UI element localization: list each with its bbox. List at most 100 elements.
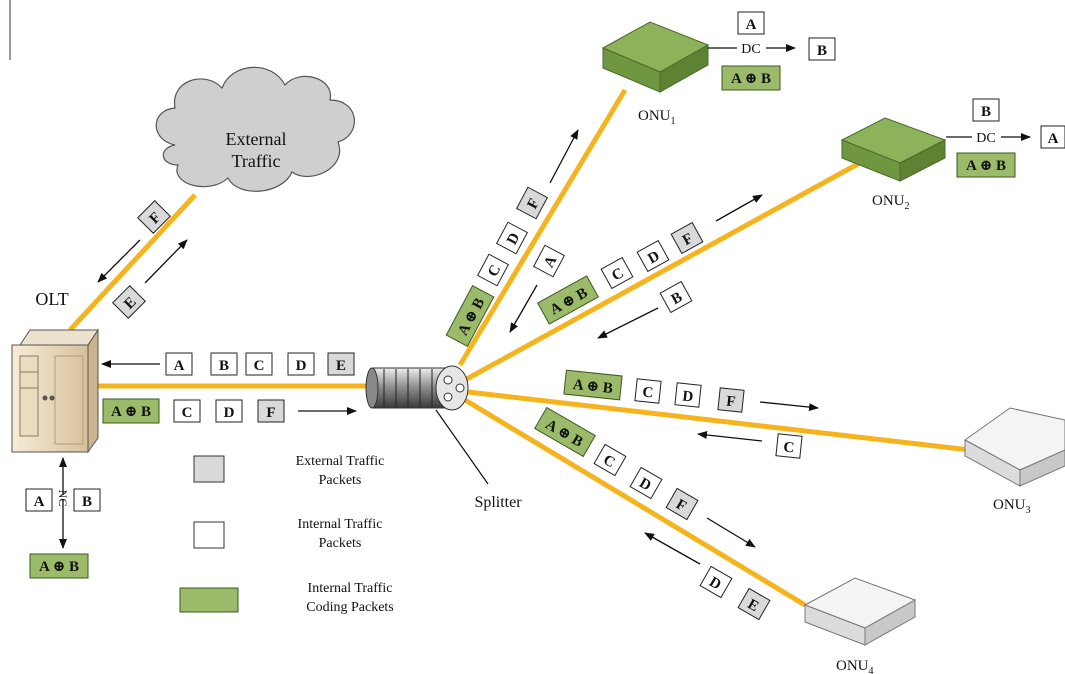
onu2-box-icon [840, 117, 947, 182]
packet-f-label: F [725, 394, 736, 411]
cloud-label-line2: Traffic [232, 151, 281, 171]
packet-e-label: E [336, 358, 346, 374]
packet-a [737, 11, 765, 35]
packet-f [717, 387, 745, 413]
onu1-box-icon [601, 21, 710, 93]
packet-a-label: A [34, 494, 45, 510]
packet-b-label: B [817, 43, 827, 59]
legend-coding-line1: Internal Traffic [308, 581, 393, 596]
packet-ab-label: A ⊕ B [572, 377, 614, 397]
olt-server-icon [11, 328, 99, 454]
upstream-packets-olt: A B C D E [101, 352, 355, 376]
onu4-label: ONU4 [836, 658, 874, 674]
nc-label: NC [56, 490, 70, 507]
packet-a [532, 244, 566, 278]
downstream-packets-olt: A ⊕ B C D F [102, 398, 357, 424]
packet-e [327, 352, 355, 376]
packet-b-label: B [82, 494, 92, 510]
packet-ab-label: A ⊕ B [111, 404, 151, 420]
packet-ab-label: A ⊕ B [731, 71, 771, 87]
packet-b [659, 280, 693, 314]
splitter-pointer-line [435, 409, 489, 485]
packet-d-label: D [296, 358, 307, 374]
packet-ab [29, 553, 89, 579]
packet-f [665, 487, 699, 521]
packet-c-label: C [254, 358, 265, 374]
packet-ab [537, 275, 599, 325]
packet-c [600, 256, 634, 290]
dc-label: DC [976, 131, 995, 146]
olt-encode-group: A NC B A ⊕ B [25, 457, 101, 579]
packet-d [287, 352, 315, 376]
fiber-splitter-onu4 [463, 397, 807, 608]
packet-d [495, 221, 529, 255]
packet-b [73, 488, 101, 512]
legend-internal-line1: Internal Traffic [298, 517, 383, 532]
packet-f [137, 200, 171, 234]
packet-d [215, 399, 243, 423]
packet-c [173, 399, 201, 423]
packet-c [593, 443, 627, 477]
packet-ab-label: A ⊕ B [966, 158, 1006, 174]
packet-ab-label: A ⊕ B [39, 559, 79, 575]
onu1-decode-group: A DC B A ⊕ B [708, 11, 836, 91]
onu2-decode-group: B DC A A ⊕ B [946, 98, 1065, 178]
packet-ab [563, 369, 623, 401]
fiber-olt-cloud [68, 193, 197, 332]
packet-b-label: B [981, 104, 991, 120]
onu2-branch-packets: A ⊕ B C D F B [537, 194, 763, 339]
packet-c [775, 433, 803, 459]
packet-c [245, 352, 273, 376]
cloud-label-line1: External [226, 129, 287, 149]
packet-e [112, 285, 146, 319]
packet-a [1040, 125, 1065, 149]
legend-external-line1: External Traffic [296, 454, 385, 469]
packet-c-label: C [182, 405, 193, 421]
packet-c [476, 253, 510, 287]
legend: External Traffic Packets Internal Traffi… [179, 454, 394, 615]
legend-swatch-external [193, 455, 225, 483]
packet-a-label: A [746, 17, 757, 33]
packet-c-label: C [783, 439, 795, 456]
packet-ab [956, 152, 1016, 178]
onu2-label: ONU2 [872, 193, 910, 212]
cloud-link-packets: F E [97, 200, 188, 319]
legend-swatch-internal [193, 521, 225, 549]
packet-f [515, 186, 549, 220]
packet-b-label: B [219, 358, 229, 374]
packet-b [972, 98, 1000, 122]
packet-b [210, 352, 238, 376]
packet-ab [102, 398, 160, 424]
packet-a-label: A [174, 358, 185, 374]
fiber-splitter-onu1 [457, 88, 628, 367]
packet-d [636, 239, 670, 273]
packet-a [25, 488, 53, 512]
cloud-icon [155, 66, 355, 192]
packet-d [674, 382, 702, 408]
packet-a-label: A [1048, 131, 1059, 147]
packet-d-label: D [682, 388, 695, 405]
packet-d [629, 466, 663, 500]
legend-internal-line2: Packets [319, 536, 362, 551]
onu1-label: ONU1 [638, 108, 676, 127]
packet-f [257, 399, 285, 423]
onu4-box-icon [803, 577, 917, 646]
fiber-splitter-onu2 [463, 157, 867, 383]
packet-a [165, 352, 193, 376]
olt-label: OLT [35, 289, 68, 309]
onu3-box-icon [964, 407, 1065, 487]
packet-d [699, 565, 733, 599]
legend-swatch-coding [179, 587, 239, 613]
splitter-label: Splitter [474, 494, 522, 511]
packet-c [634, 378, 662, 404]
packet-d-label: D [224, 405, 235, 421]
packet-e [737, 587, 771, 621]
legend-external-line2: Packets [319, 473, 362, 488]
onu3-label: ONU3 [993, 497, 1031, 516]
dc-label: DC [741, 42, 760, 57]
splitter-icon [365, 365, 469, 411]
packet-f [670, 221, 704, 255]
legend-coding-line2: Coding Packets [306, 600, 394, 615]
